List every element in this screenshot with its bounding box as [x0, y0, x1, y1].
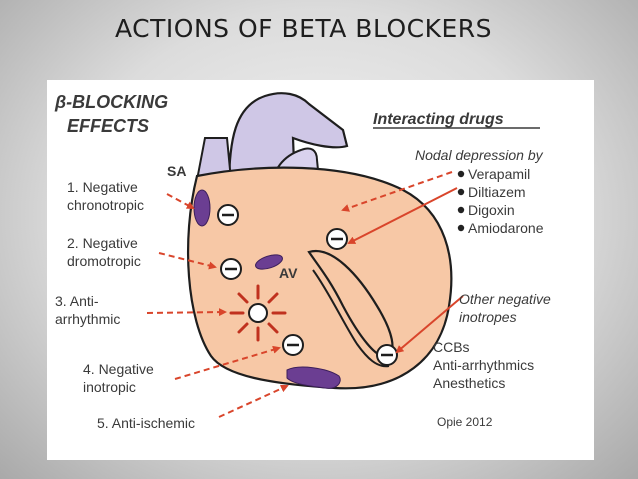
- minus-sa: [217, 204, 239, 226]
- av-node-label: AV: [279, 265, 298, 281]
- effect-3-line-2: arrhythmic: [55, 311, 120, 327]
- av-node: [255, 254, 283, 270]
- sa-node-label: SA: [167, 163, 186, 179]
- diagram-panel: β-BLOCKING EFFECTS 1. Negative chronotro…: [47, 80, 594, 460]
- effect-1-line-2: chronotropic: [67, 197, 144, 213]
- bullet-icon: [457, 170, 465, 178]
- aortic-arch: [227, 92, 349, 190]
- arrow-inotropic: [174, 345, 281, 380]
- effect-1-line-1: 1. Negative: [67, 179, 138, 195]
- nodal-depression-title: Nodal depression by: [415, 147, 544, 163]
- other-drug-2: Anti-arrhythmics: [433, 357, 534, 373]
- other-inotropes-line-1: Other negative: [459, 291, 551, 307]
- arrow-other-inotropes: [395, 295, 464, 354]
- interacting-drugs-title: Interacting drugs: [373, 111, 504, 128]
- nodal-drug-1: Verapamil: [468, 166, 530, 182]
- arrow-chronotropic: [166, 193, 195, 209]
- minus-av: [220, 258, 242, 280]
- heading-line-2: EFFECTS: [67, 116, 149, 136]
- arrow-nodal-solid: [347, 187, 458, 244]
- sa-node: [193, 189, 211, 227]
- ischemic-region: [286, 366, 341, 389]
- other-drug-3: Anesthetics: [433, 375, 505, 391]
- other-inotropes-line-2: inotropes: [459, 309, 517, 325]
- arrhythmia-focus: [248, 303, 268, 323]
- effect-5-line-1: 5. Anti-ischemic: [97, 415, 195, 431]
- heart-body: [186, 166, 453, 390]
- effect-3-line-1: 3. Anti-: [55, 293, 99, 309]
- minus-center: [326, 228, 348, 250]
- slide-title: ACTIONS OF BETA BLOCKERS: [115, 14, 493, 43]
- effect-2-line-2: dromotropic: [67, 253, 141, 269]
- effect-4-line-2: inotropic: [83, 379, 136, 395]
- bullet-icon: [457, 188, 465, 196]
- credit-text: Opie 2012: [437, 415, 493, 429]
- bullet-icon: [457, 206, 465, 214]
- heading-line-1: β-BLOCKING: [54, 92, 168, 112]
- nodal-drug-3: Digoxin: [468, 202, 515, 218]
- arrhythmia-burst-icon: [229, 284, 287, 342]
- minus-right: [376, 344, 398, 366]
- nodal-drug-4: Amiodarone: [468, 220, 544, 236]
- minus-lower: [282, 334, 304, 356]
- nodal-drug-2: Diltiazem: [468, 184, 526, 200]
- other-drug-1: CCBs: [433, 339, 470, 355]
- effect-4-line-1: 4. Negative: [83, 361, 154, 377]
- ventricle-inner-loop: [312, 269, 390, 368]
- bullet-icon: [457, 224, 465, 232]
- beta-blocker-diagram: β-BLOCKING EFFECTS 1. Negative chronotro…: [54, 92, 551, 431]
- effect-2-line-1: 2. Negative: [67, 235, 138, 251]
- arrow-antiarrhythmic: [146, 308, 227, 317]
- arrow-antiischemic: [218, 384, 289, 418]
